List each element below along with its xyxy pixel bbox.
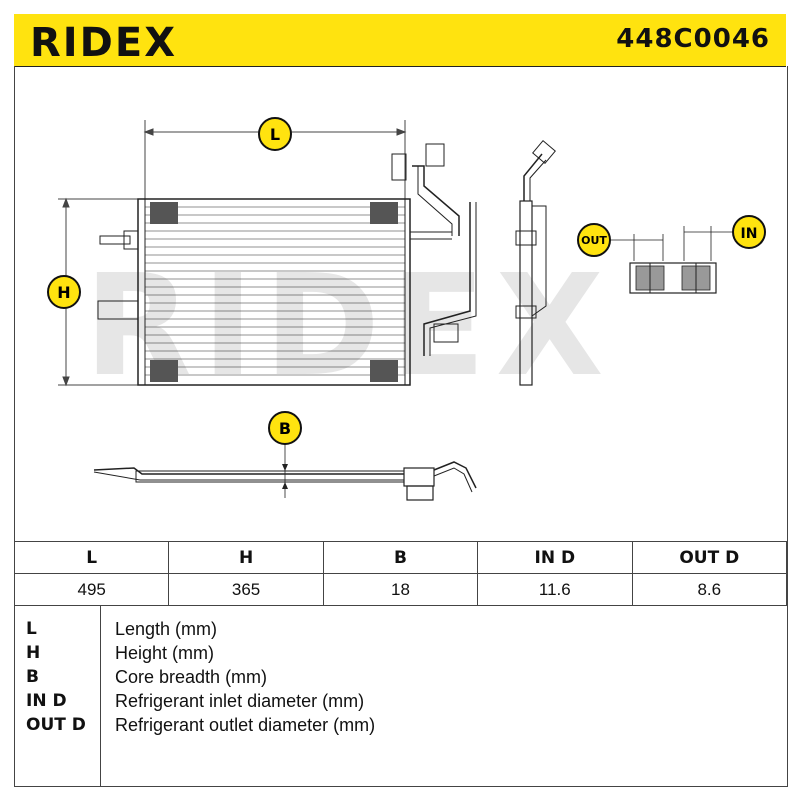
svg-text:OUT: OUT [581, 234, 607, 247]
spec-header-breadth: B [322, 541, 479, 574]
spec-value-height: 365 [168, 573, 324, 606]
header-bar: RIDEX 448C0046 [14, 14, 786, 67]
svg-text:IN: IN [741, 226, 758, 242]
spec-value-inlet: 11.6 [477, 573, 633, 606]
legend-row: H Height (mm) [14, 643, 787, 667]
legend-description: Length (mm) [115, 619, 218, 639]
height-marker: H [47, 275, 81, 309]
spec-header-row: L H B IN D OUT D [13, 541, 788, 574]
outlet-marker: OUT [577, 223, 611, 257]
condenser-front-view [97, 143, 477, 386]
spec-header-height: H [168, 541, 324, 574]
spec-value-outlet: 8.6 [631, 573, 788, 606]
legend-key: IN D [26, 691, 67, 711]
legend: L Length (mm) H Height (mm) B Core bread… [14, 606, 787, 786]
legend-row: OUT D Refrigerant outlet diameter (mm) [14, 715, 787, 739]
spec-header-outlet: OUT D [631, 541, 788, 574]
svg-text:B: B [279, 419, 291, 438]
legend-key: H [26, 643, 41, 663]
inlet-marker: IN [732, 215, 766, 249]
legend-divider [100, 606, 101, 786]
legend-row: L Length (mm) [14, 619, 787, 643]
condenser-side-view [515, 140, 556, 386]
spec-value-length: 495 [13, 573, 170, 606]
spec-table: L H B IN D OUT D 495 365 18 11.6 8.6 [13, 541, 788, 606]
breadth-marker: B [268, 411, 302, 445]
legend-row: IN D Refrigerant inlet diameter (mm) [14, 691, 787, 715]
spec-header-inlet: IN D [477, 541, 633, 574]
legend-description: Refrigerant inlet diameter (mm) [115, 691, 365, 711]
svg-text:H: H [57, 283, 70, 302]
ridex-logo: RIDEX [30, 20, 177, 62]
legend-key: L [26, 619, 37, 639]
condenser-top-view [93, 436, 477, 501]
watermark-text: RIDEX [84, 245, 614, 408]
spec-header-length: L [13, 541, 170, 574]
spec-value-breadth: 18 [322, 573, 479, 606]
content-frame [14, 66, 788, 787]
fitting-section-view [610, 226, 736, 294]
part-number: 448C0046 [616, 24, 770, 54]
legend-description: Core breadth (mm) [115, 667, 268, 687]
length-marker: L [258, 117, 292, 151]
legend-description: Refrigerant outlet diameter (mm) [115, 715, 376, 735]
brand-logo-text: RIDEX [30, 20, 177, 62]
svg-text:L: L [270, 125, 280, 144]
technical-drawing: RIDEX L H [47, 117, 766, 501]
spec-value-row: 495 365 18 11.6 8.6 [13, 573, 788, 606]
legend-description: Height (mm) [115, 643, 215, 663]
legend-key: OUT D [26, 715, 86, 735]
legend-key: B [26, 667, 39, 687]
legend-row: B Core breadth (mm) [14, 667, 787, 691]
